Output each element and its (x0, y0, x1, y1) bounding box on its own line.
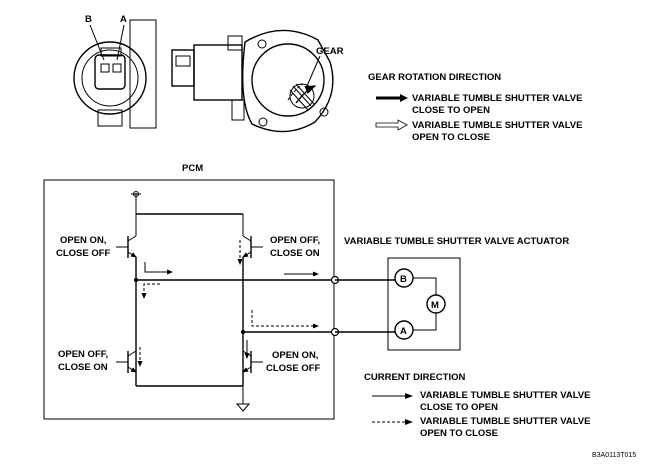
ground-icon (235, 403, 251, 412)
current-solid-arrow-1 (144, 262, 173, 275)
connector-b-label: B (85, 14, 92, 25)
transistor-bottom-left (116, 350, 137, 373)
actuator-label: VARIABLE TUMBLE SHUTTER VALVE ACTUATOR (344, 236, 569, 247)
tr-top-right-line1: OPEN OFF, (270, 235, 320, 246)
gear-open-to-close-line1: VARIABLE TUMBLE SHUTTER VALVE (412, 120, 582, 131)
actuator-box (387, 257, 461, 351)
current-dashed-arrow-2 (251, 310, 319, 329)
current-dashed-arrow-3 (141, 283, 160, 299)
motor-label: M (431, 300, 439, 311)
tr-bottom-right-line1: OPEN ON, (272, 350, 318, 361)
hollow-arrow-legend-icon (375, 119, 408, 131)
gear-close-to-open-line2: CLOSE TO OPEN (412, 105, 490, 116)
connector-a-label: A (120, 14, 127, 25)
gear-label: GEAR (316, 46, 344, 57)
gear-open-to-close-line2: OPEN TO CLOSE (412, 132, 490, 143)
gear-close-to-open-line1: VARIABLE TUMBLE SHUTTER VALVE (412, 93, 582, 104)
tr-top-left-line2: CLOSE OFF (56, 248, 111, 259)
gear-rotation-heading: GEAR ROTATION DIRECTION (368, 72, 501, 83)
connector-front-view (73, 19, 157, 129)
current-open-to-close-line1: VARIABLE TUMBLE SHUTTER VALVE (420, 416, 590, 427)
tr-top-right-line2: CLOSE ON (270, 248, 320, 259)
transistor-top-left (116, 214, 137, 386)
current-close-to-open-line1: VARIABLE TUMBLE SHUTTER VALVE (420, 390, 590, 401)
current-open-to-close-line2: OPEN TO CLOSE (420, 428, 498, 439)
pcm-box (43, 179, 335, 420)
current-close-to-open-line2: CLOSE TO OPEN (420, 402, 498, 413)
tr-bottom-left-line2: CLOSE ON (58, 362, 108, 373)
tr-bottom-left-line1: OPEN OFF, (58, 349, 108, 360)
tr-top-left-line1: OPEN ON, (60, 235, 106, 246)
tr-bottom-right-line2: CLOSE OFF (266, 363, 321, 374)
pcm-label: PCM (182, 163, 203, 174)
transistor-top-right (242, 214, 263, 386)
actuator-a-label: A (400, 326, 407, 337)
figure-code: B3A0113T015 (592, 452, 636, 459)
transistor-bottom-right (242, 350, 263, 373)
current-direction-heading: CURRENT DIRECTION (364, 372, 465, 383)
actuator-b-label: B (400, 274, 407, 285)
actuator-body-view (171, 29, 334, 133)
